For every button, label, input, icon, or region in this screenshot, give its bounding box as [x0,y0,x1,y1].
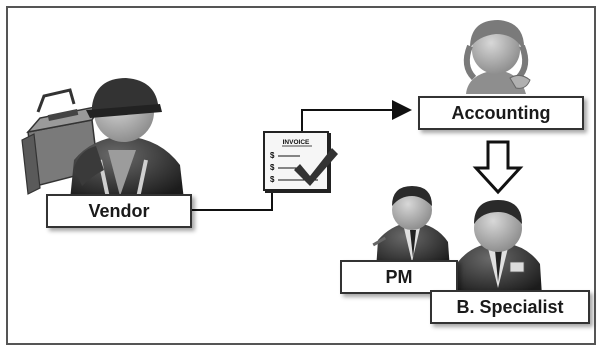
invoice-line-symbol: $ [270,163,275,172]
invoice-to-accounting-arrow [301,100,412,137]
specialist-label-box: B. Specialist [430,290,590,324]
pm-person-icon [372,186,450,270]
accounting-label-box: Accounting [418,96,584,130]
pm-label-box: PM [340,260,458,294]
invoice-line-symbol: $ [270,151,275,160]
invoice-line-symbol: $ [270,175,275,184]
specialist-label: B. Specialist [456,296,564,317]
vendor-label: Vendor [88,200,150,221]
checkmark-icon [294,148,338,186]
hollow-down-arrow-icon [472,140,524,195]
vendor-worker-icon [21,78,184,200]
accounting-label: Accounting [451,102,551,123]
accounting-person-icon [463,20,531,94]
pm-label: PM [385,266,413,287]
invoice-document-icon: INVOICE $ $ $ [263,131,338,193]
vendor-to-invoice-connector [192,188,273,211]
invoice-title: INVOICE [283,139,310,146]
specialist-person-icon [456,200,542,296]
vendor-label-box: Vendor [46,194,192,228]
